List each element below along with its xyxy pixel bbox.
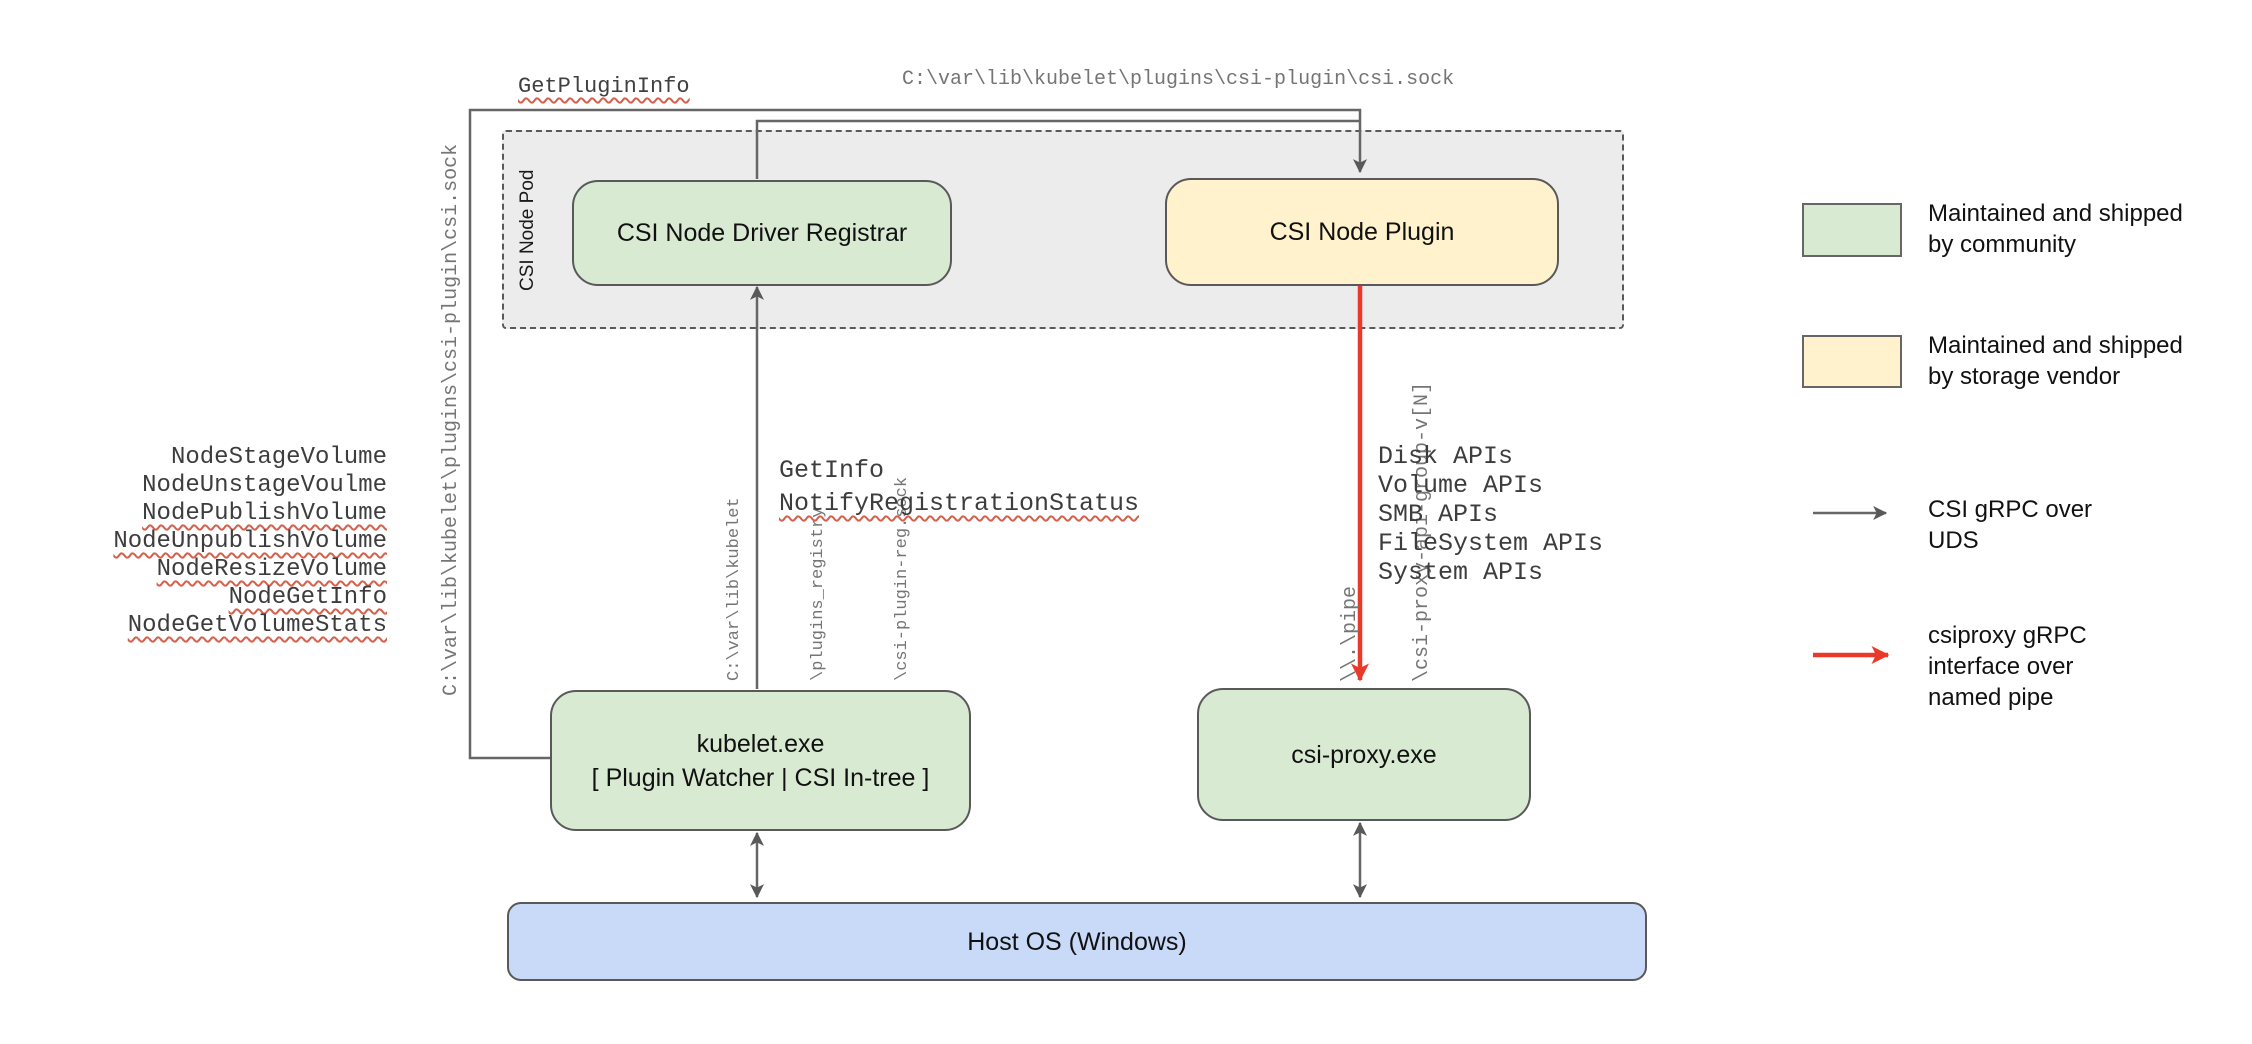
registration-sock-line: C:\var\lib\kubelet [725,497,744,681]
legend-line: csiproxy gRPC [1928,622,2087,649]
proxy-api-item: SMB APIs [1378,500,1499,529]
node-rpc-item: NodeGetVolumeStats [127,612,387,639]
legend-line: UDS [1928,527,1979,554]
node-rpc-list: NodeStageVolume NodeUnstageVoulme NodePu… [95,444,387,640]
node-rpc-item: NodeResizeVolume [156,556,387,583]
legend-line: interface over [1928,653,2074,680]
csi-sock-path-top-label: C:\var\lib\kubelet\plugins\csi-plugin\cs… [902,68,1455,91]
node-rpc-item: NodePublishVolume [142,500,387,527]
legend-line: by community [1928,231,2077,258]
legend-uds-text: CSI gRPC over UDS [1928,494,2092,556]
csi-node-pod-label: CSI Node Pod [517,169,538,291]
node-rpc-item: NodeStageVolume [170,444,387,471]
get-plugin-info-label: GetPluginInfo [518,74,690,99]
node-rpc-item: NodeUnpublishVolume [113,528,387,555]
node-rpc-item: NodeUnstageVoulme [142,472,387,499]
csi-node-plugin-box: CSI Node Plugin [1165,178,1559,286]
notify-registration-status-label: NotifyRegistrationStatus [779,489,1140,518]
legend-vendor-swatch [1802,335,1902,388]
legend-line: by storage vendor [1928,363,2121,390]
csi-node-driver-registrar-box: CSI Node Driver Registrar [572,180,952,286]
kubelet-box: kubelet.exe [ Plugin Watcher | CSI In-tr… [550,690,971,831]
legend-vendor-text: Maintained and shipped by storage vendor [1928,330,2183,392]
csi-node-driver-registrar-label: CSI Node Driver Registrar [616,219,908,247]
legend-line: Maintained and shipped [1928,332,2183,359]
legend-community-text: Maintained and shipped by community [1928,198,2183,260]
legend-line: Maintained and shipped [1928,200,2183,227]
host-os-label: Host OS (Windows) [967,927,1187,956]
csi-proxy-label: csi-proxy.exe [1291,740,1437,769]
csi-node-plugin-label: CSI Node Plugin [1269,218,1455,246]
get-info-label: GetInfo [779,456,885,485]
legend-community-swatch [1802,203,1902,257]
kubelet-sublabel: [ Plugin Watcher | CSI In-tree ] [591,763,930,792]
registrar-rpc-labels: GetInfo NotifyRegistrationStatus [779,454,1139,520]
legend-line: CSI gRPC over [1928,496,2093,523]
proxy-api-list: Disk APIs Volume APIs SMB APIs FileSyste… [1378,442,1603,587]
proxy-api-item: Disk APIs [1378,442,1514,471]
node-rpc-item: NodeGetInfo [228,584,387,611]
csi-sock-path-left-label: C:\var\lib\kubelet\plugins\csi-plugin\cs… [440,143,463,696]
registration-sock-path-label: C:\var\lib\kubelet \plugins_registry \cs… [665,469,912,681]
legend-line: named pipe [1928,684,2054,711]
host-os-box: Host OS (Windows) [507,902,1647,981]
csi-proxy-box: csi-proxy.exe [1197,688,1531,821]
named-pipe-path-label: \\.\pipe \csi-proxy-api-group-v[N] [1291,382,1434,682]
kubelet-label: kubelet.exe [696,729,825,758]
legend-namedpipe-text: csiproxy gRPC interface over named pipe [1928,620,2087,713]
proxy-api-item: System APIs [1378,558,1544,587]
proxy-api-item: FileSystem APIs [1378,529,1604,558]
named-pipe-line: \\.\pipe [1339,585,1362,682]
proxy-api-item: Volume APIs [1378,471,1544,500]
